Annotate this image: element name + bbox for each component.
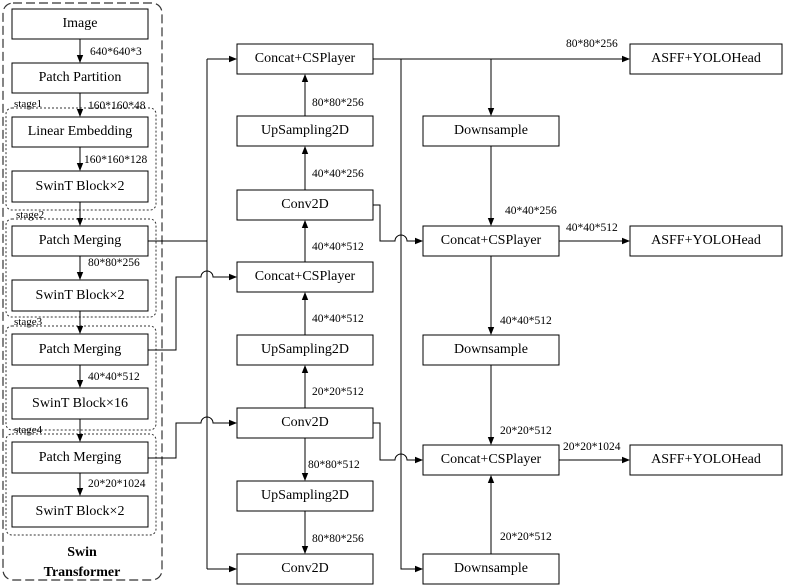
block-label: Conv2D	[281, 561, 328, 576]
backbone-patch-merging-stage3: Patch Merging	[11, 333, 149, 366]
dim-label: 40*40*512	[88, 371, 140, 383]
backbone-linear-embedding-block: Linear Embedding	[11, 116, 149, 148]
pan-concat-csplayer-mid: Concat+CSPlayer	[422, 225, 560, 257]
backbone-image-block: Image	[11, 8, 149, 40]
asff-yolohead-bottom: ASFF+YOLOHead	[629, 444, 783, 476]
dim-label: 640*640*3	[90, 46, 142, 58]
neck-conv2d-top: Conv2D	[236, 189, 374, 221]
block-label: ASFF+YOLOHead	[651, 452, 761, 467]
dim-label: 40*40*512	[500, 315, 552, 327]
swin-transformer-frame	[2, 2, 163, 581]
asff-yolohead-top: ASFF+YOLOHead	[629, 43, 783, 75]
block-label: UpSampling2D	[261, 123, 349, 138]
neck-upsampling2d-mid: UpSampling2D	[236, 334, 374, 366]
block-label: Downsample	[454, 123, 528, 138]
block-label: Concat+CSPlayer	[255, 269, 356, 284]
stage4-label: stage4	[14, 424, 43, 436]
neck-upsampling2d-top: UpSampling2D	[236, 115, 374, 147]
dim-label: 40*40*512	[312, 241, 364, 253]
dim-label: 80*80*512	[308, 459, 360, 471]
block-label: SwinT Block×2	[36, 288, 125, 303]
block-label: Downsample	[454, 342, 528, 357]
backbone-swint-block-stage2: SwinT Block×2	[11, 279, 149, 312]
swin-title-line1: Swin	[67, 545, 97, 560]
cross-connections	[148, 55, 495, 573]
block-label: SwinT Block×16	[32, 396, 128, 411]
block-label: Downsample	[454, 561, 528, 576]
neck-conv2d-bottom: Conv2D	[236, 553, 374, 585]
neck-concat-csplayer-mid: Concat+CSPlayer	[236, 261, 374, 293]
dim-label: 20*20*512	[312, 386, 364, 398]
neck-concat-csplayer-top: Concat+CSPlayer	[236, 43, 374, 75]
stage3-label: stage3	[14, 316, 43, 328]
block-label: Patch Partition	[39, 70, 122, 85]
pan-downsample-bottom: Downsample	[422, 553, 560, 585]
block-label: Patch Merging	[39, 233, 122, 248]
dim-label: 40*40*512	[312, 313, 364, 325]
dim-label: 20*20*1024	[88, 478, 146, 490]
block-label: SwinT Block×2	[36, 179, 125, 194]
stage2-label: stage2	[16, 209, 44, 221]
block-label: SwinT Block×2	[36, 504, 125, 519]
swin-title-line2: Transformer	[44, 565, 121, 580]
asff-yolohead-mid: ASFF+YOLOHead	[629, 225, 783, 257]
pan-downsample-top: Downsample	[422, 115, 560, 147]
head-arrows	[373, 55, 630, 464]
dim-label: 40*40*512	[566, 222, 618, 234]
dim-label: 20*20*512	[500, 531, 552, 543]
block-label: Concat+CSPlayer	[255, 51, 356, 66]
backbone-swint-block-stage3: SwinT Block×16	[11, 387, 149, 420]
block-label: Patch Merging	[39, 342, 122, 357]
backbone-swint-block-stage4: SwinT Block×2	[11, 495, 149, 528]
block-label: UpSampling2D	[261, 488, 349, 503]
dim-label: 160*160*128	[84, 154, 148, 166]
backbone-patch-merging-stage2: Patch Merging	[11, 225, 149, 257]
dim-label: 80*80*256	[312, 97, 364, 109]
dim-label: 160*160*48	[88, 100, 146, 112]
block-label: UpSampling2D	[261, 342, 349, 357]
dim-label: 80*80*256	[312, 533, 364, 545]
dim-label: 80*80*256	[88, 257, 140, 269]
block-label: Concat+CSPlayer	[441, 233, 542, 248]
block-label: Image	[63, 16, 98, 31]
block-label: Linear Embedding	[28, 124, 133, 139]
dim-label: 20*20*1024	[563, 441, 621, 453]
block-label: Patch Merging	[39, 450, 122, 465]
stage1-frame	[5, 107, 157, 211]
backbone-patch-partition-block: Patch Partition	[11, 62, 149, 94]
block-label: Conv2D	[281, 415, 328, 430]
backbone-swint-block-stage1: SwinT Block×2	[11, 170, 149, 203]
pan-concat-csplayer-bottom: Concat+CSPlayer	[422, 444, 560, 476]
backbone-patch-merging-stage4: Patch Merging	[11, 441, 149, 474]
dim-label: 80*80*256	[566, 38, 618, 50]
block-label: ASFF+YOLOHead	[651, 233, 761, 248]
neck-conv2d-mid: Conv2D	[236, 407, 374, 439]
stage1-label: stage1	[14, 98, 42, 110]
block-label: ASFF+YOLOHead	[651, 51, 761, 66]
block-label: Conv2D	[281, 197, 328, 212]
dim-label: 40*40*256	[505, 205, 557, 217]
dim-label: 40*40*256	[312, 168, 364, 180]
neck-upsampling2d-bottom: UpSampling2D	[236, 480, 374, 512]
block-label: Concat+CSPlayer	[441, 452, 542, 467]
dim-label: 20*20*512	[500, 425, 552, 437]
pan-downsample-mid: Downsample	[422, 334, 560, 366]
